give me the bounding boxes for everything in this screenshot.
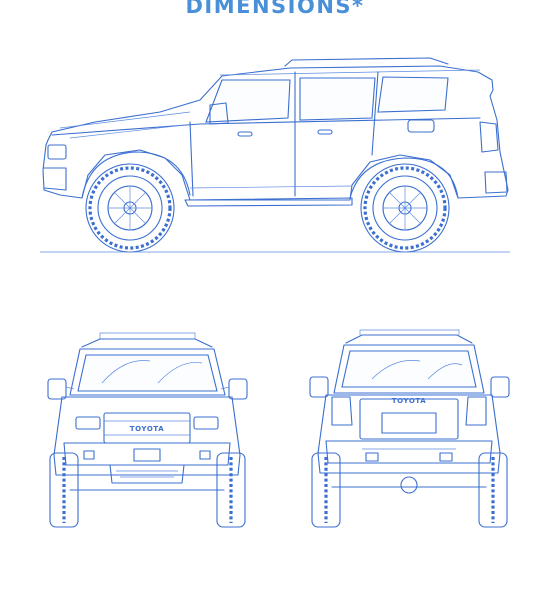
- front-badge: TOYOTA: [130, 425, 165, 433]
- vehicle-rear-view-icon: TOYOTA: [309, 329, 510, 528]
- vehicle-side-view-icon: [40, 57, 510, 253]
- vehicle-front-view-icon: TOYOTA: [47, 332, 248, 528]
- rear-badge: TOYOTA: [392, 397, 427, 405]
- page-title: DIMENSIONS*: [185, 0, 365, 18]
